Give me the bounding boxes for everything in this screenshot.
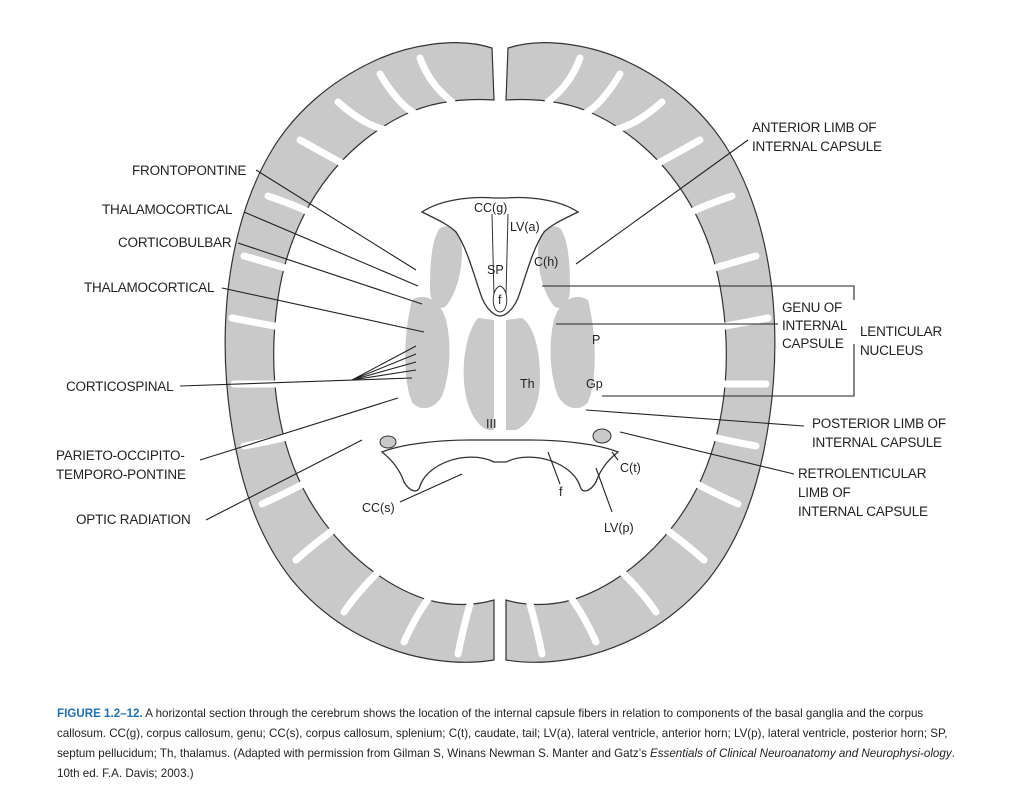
label-anterior-limb-line1: ANTERIOR LIMB OF <box>752 120 876 135</box>
label-c-t: C(t) <box>620 461 641 475</box>
label-retro-line2: LIMB OF <box>798 485 851 500</box>
label-lv-a: LV(a) <box>510 220 540 234</box>
label-genu-line3: CAPSULE <box>782 336 844 351</box>
cc-genu-and-anterior-horns <box>420 196 580 317</box>
figure-caption: FIGURE 1.2–12. A horizontal section thro… <box>57 704 957 784</box>
label-thalamocortical-upper: THALAMOCORTICAL <box>102 202 233 217</box>
brain-section-diagram: FRONTOPONTINE THALAMOCORTICAL CORTICOBUL… <box>56 42 946 663</box>
label-optic-radiation: OPTIC RADIATION <box>76 512 191 527</box>
cc-splenium-and-posterior-horns <box>380 439 620 492</box>
third-ventricle <box>494 320 506 430</box>
label-posterior-limb-line2: INTERNAL CAPSULE <box>812 435 942 450</box>
label-gp: Gp <box>586 377 603 391</box>
label-anterior-limb-line2: INTERNAL CAPSULE <box>752 139 882 154</box>
label-cc-s: CC(s) <box>362 501 395 515</box>
label-sp: SP <box>487 263 504 277</box>
label-posterior-limb-line1: POSTERIOR LIMB OF <box>812 416 946 431</box>
label-p: P <box>592 333 600 347</box>
label-corticobulbar: CORTICOBULBAR <box>118 235 232 250</box>
sulci <box>228 54 772 658</box>
label-frontopontine: FRONTOPONTINE <box>132 163 246 178</box>
label-thalamocortical-lower: THALAMOCORTICAL <box>84 280 215 295</box>
caption-citation: . 10th ed. F.A. Davis; 2003.) <box>57 747 955 780</box>
caption-text: A horizontal section through the cerebru… <box>57 707 948 760</box>
septum-pellucidum <box>491 213 509 297</box>
label-lenticular-line2: NUCLEUS <box>860 343 923 358</box>
right-caudate-tail <box>592 428 612 444</box>
label-iii: III <box>486 417 496 431</box>
right-hemisphere-cortex <box>505 42 776 663</box>
caption-book-title: Essentials of Clinical Neuroanatomy and … <box>650 747 952 760</box>
label-retro-line1: RETROLENTICULAR <box>798 466 927 481</box>
label-f-top: f <box>498 293 502 307</box>
label-th: Th <box>520 377 535 391</box>
left-lenticular-nucleus <box>405 296 450 409</box>
left-caudate-head <box>430 226 462 308</box>
figure-number: FIGURE 1.2–12. <box>57 707 143 720</box>
label-cc-g: CC(g) <box>474 201 507 215</box>
label-lv-p: LV(p) <box>604 521 634 535</box>
label-retro-line3: INTERNAL CAPSULE <box>798 504 928 519</box>
label-c-h: C(h) <box>534 255 558 269</box>
label-lenticular-line1: LENTICULAR <box>860 324 942 339</box>
left-caudate-tail <box>379 435 397 449</box>
label-parieto-line2: TEMPORO-PONTINE <box>56 467 186 482</box>
fornix-top <box>492 285 508 313</box>
label-f-bottom: f <box>559 485 563 499</box>
right-caudate-head <box>538 226 570 308</box>
right-lenticular-nucleus <box>550 296 595 409</box>
right-leader-lines <box>542 139 855 513</box>
right-thalamus <box>506 318 540 430</box>
label-genu-line2: INTERNAL <box>782 318 848 333</box>
label-parieto-line1: PARIETO-OCCIPITO- <box>56 448 185 463</box>
left-leader-lines <box>179 169 463 521</box>
left-thalamus <box>463 318 494 430</box>
label-corticospinal: CORTICOSPINAL <box>66 379 174 394</box>
left-hemisphere-cortex <box>224 42 495 663</box>
label-genu-line1: GENU OF <box>782 300 842 315</box>
